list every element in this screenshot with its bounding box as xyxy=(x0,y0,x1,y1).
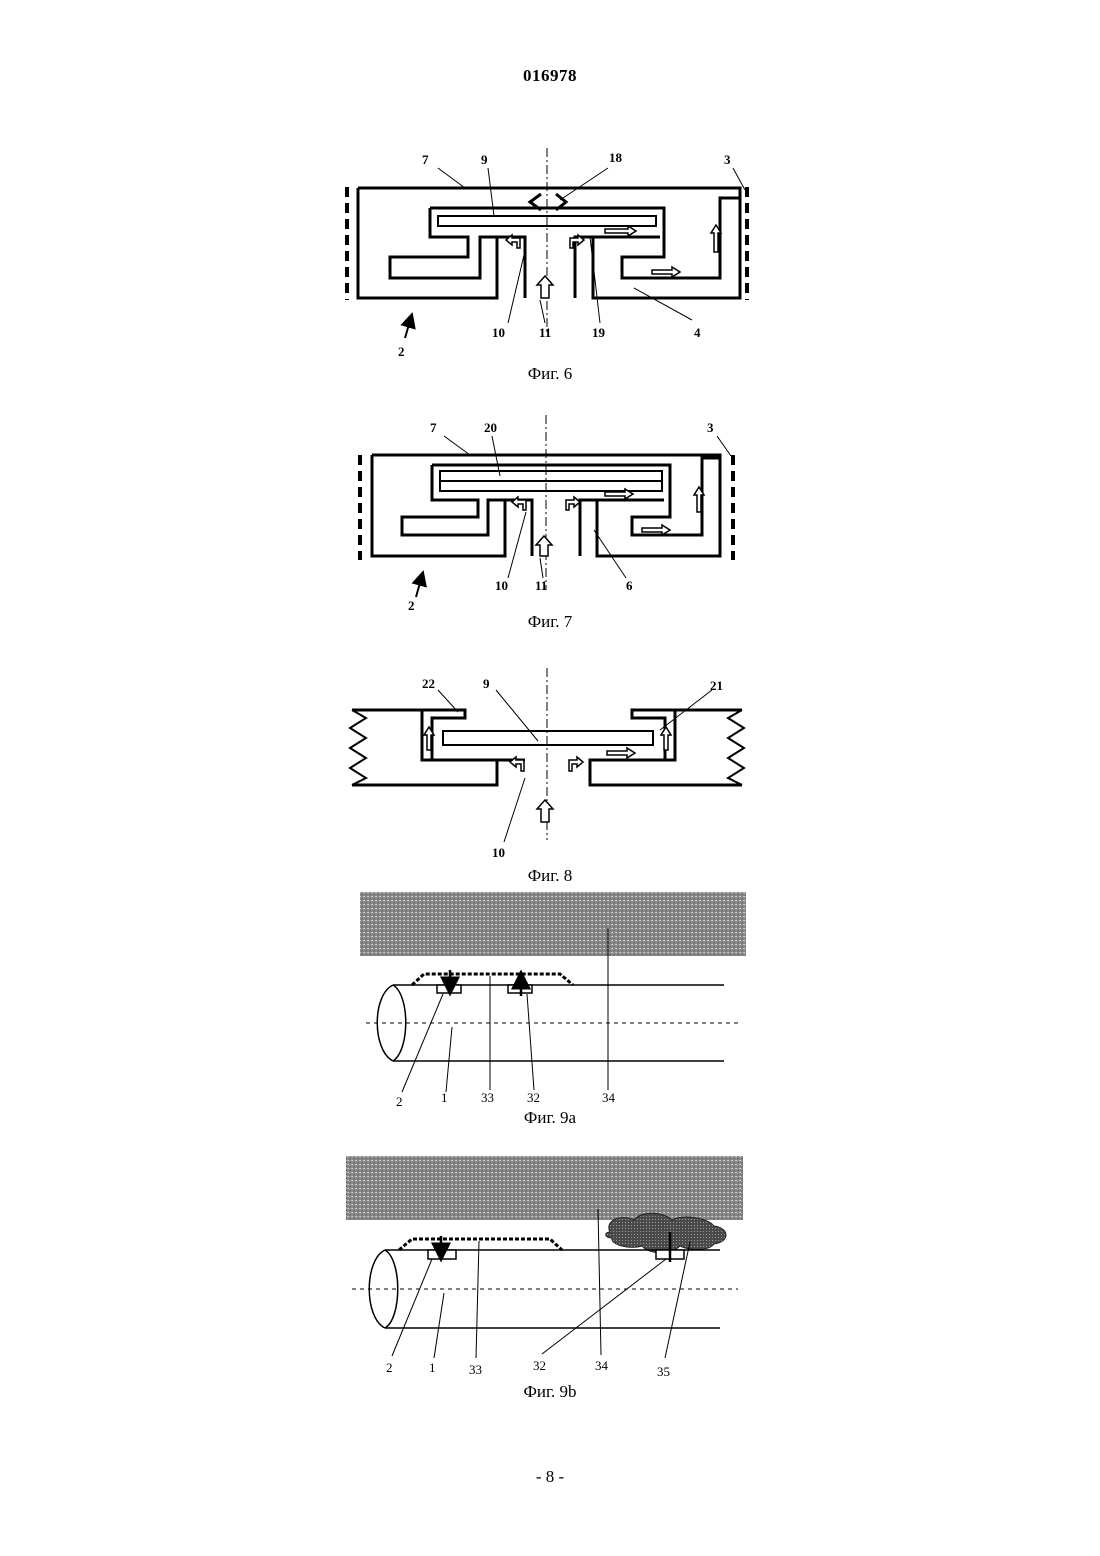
soil-layer xyxy=(346,1156,743,1220)
fig6-label-2: 2 xyxy=(398,344,405,359)
fig9a-label-1: 1 xyxy=(441,1090,448,1105)
figure-8-drawing: 22 9 21 10 xyxy=(340,665,760,865)
fig7-label-7: 7 xyxy=(430,420,437,435)
fig6-label-11: 11 xyxy=(539,325,551,340)
fig9a-label-32: 32 xyxy=(527,1090,540,1105)
fig7-label-2: 2 xyxy=(408,598,415,613)
fig9b-label-1: 1 xyxy=(429,1360,436,1375)
fig6-label-18: 18 xyxy=(609,150,623,165)
fig9b-label-2: 2 xyxy=(386,1360,393,1375)
fig6-label-4: 4 xyxy=(694,325,701,340)
page-number: - 8 - xyxy=(0,1467,1100,1487)
fig6-label-3: 3 xyxy=(724,152,731,167)
fig7-label-6: 6 xyxy=(626,578,633,593)
fig8-label-10: 10 xyxy=(492,845,505,860)
fig8-label-21: 21 xyxy=(710,678,723,693)
figure-9a-drawing: 2 1 33 32 34 xyxy=(350,888,760,1110)
fig7-label-11: 11 xyxy=(535,578,547,593)
fig7-label-10: 10 xyxy=(495,578,508,593)
fig9b-label-33: 33 xyxy=(469,1362,482,1377)
fig9a-label-2: 2 xyxy=(396,1094,403,1109)
fig6-label-7: 7 xyxy=(422,152,429,167)
fig9b-label-34: 34 xyxy=(595,1358,609,1373)
fig6-label-19: 19 xyxy=(592,325,606,340)
fig8-label-22: 22 xyxy=(422,676,435,691)
soil-layer xyxy=(360,892,746,956)
figure-8-caption: Фиг. 8 xyxy=(0,866,1100,886)
fig6-label-9: 9 xyxy=(481,152,488,167)
fig9b-label-32: 32 xyxy=(533,1358,546,1373)
figure-9a-caption: Фиг. 9a xyxy=(0,1108,1100,1128)
fig8-label-9: 9 xyxy=(483,676,490,691)
figure-9b-caption: Фиг. 9b xyxy=(0,1382,1100,1402)
figure-6-drawing: 7 9 18 3 10 11 19 4 2 xyxy=(330,140,770,365)
fig7-label-3: 3 xyxy=(707,420,714,435)
figure-9b-drawing: 2 1 33 32 34 35 xyxy=(340,1152,760,1382)
fig7-label-20: 20 xyxy=(484,420,497,435)
figure-6-caption: Фиг. 6 xyxy=(0,364,1100,384)
figure-7-drawing: 7 20 3 10 11 6 2 xyxy=(340,410,760,615)
document-number: 016978 xyxy=(0,66,1100,86)
fig9a-label-33: 33 xyxy=(481,1090,494,1105)
fig9a-label-34: 34 xyxy=(602,1090,616,1105)
fig9b-label-35: 35 xyxy=(657,1364,670,1379)
fig6-label-10: 10 xyxy=(492,325,505,340)
figure-7-caption: Фиг. 7 xyxy=(0,612,1100,632)
